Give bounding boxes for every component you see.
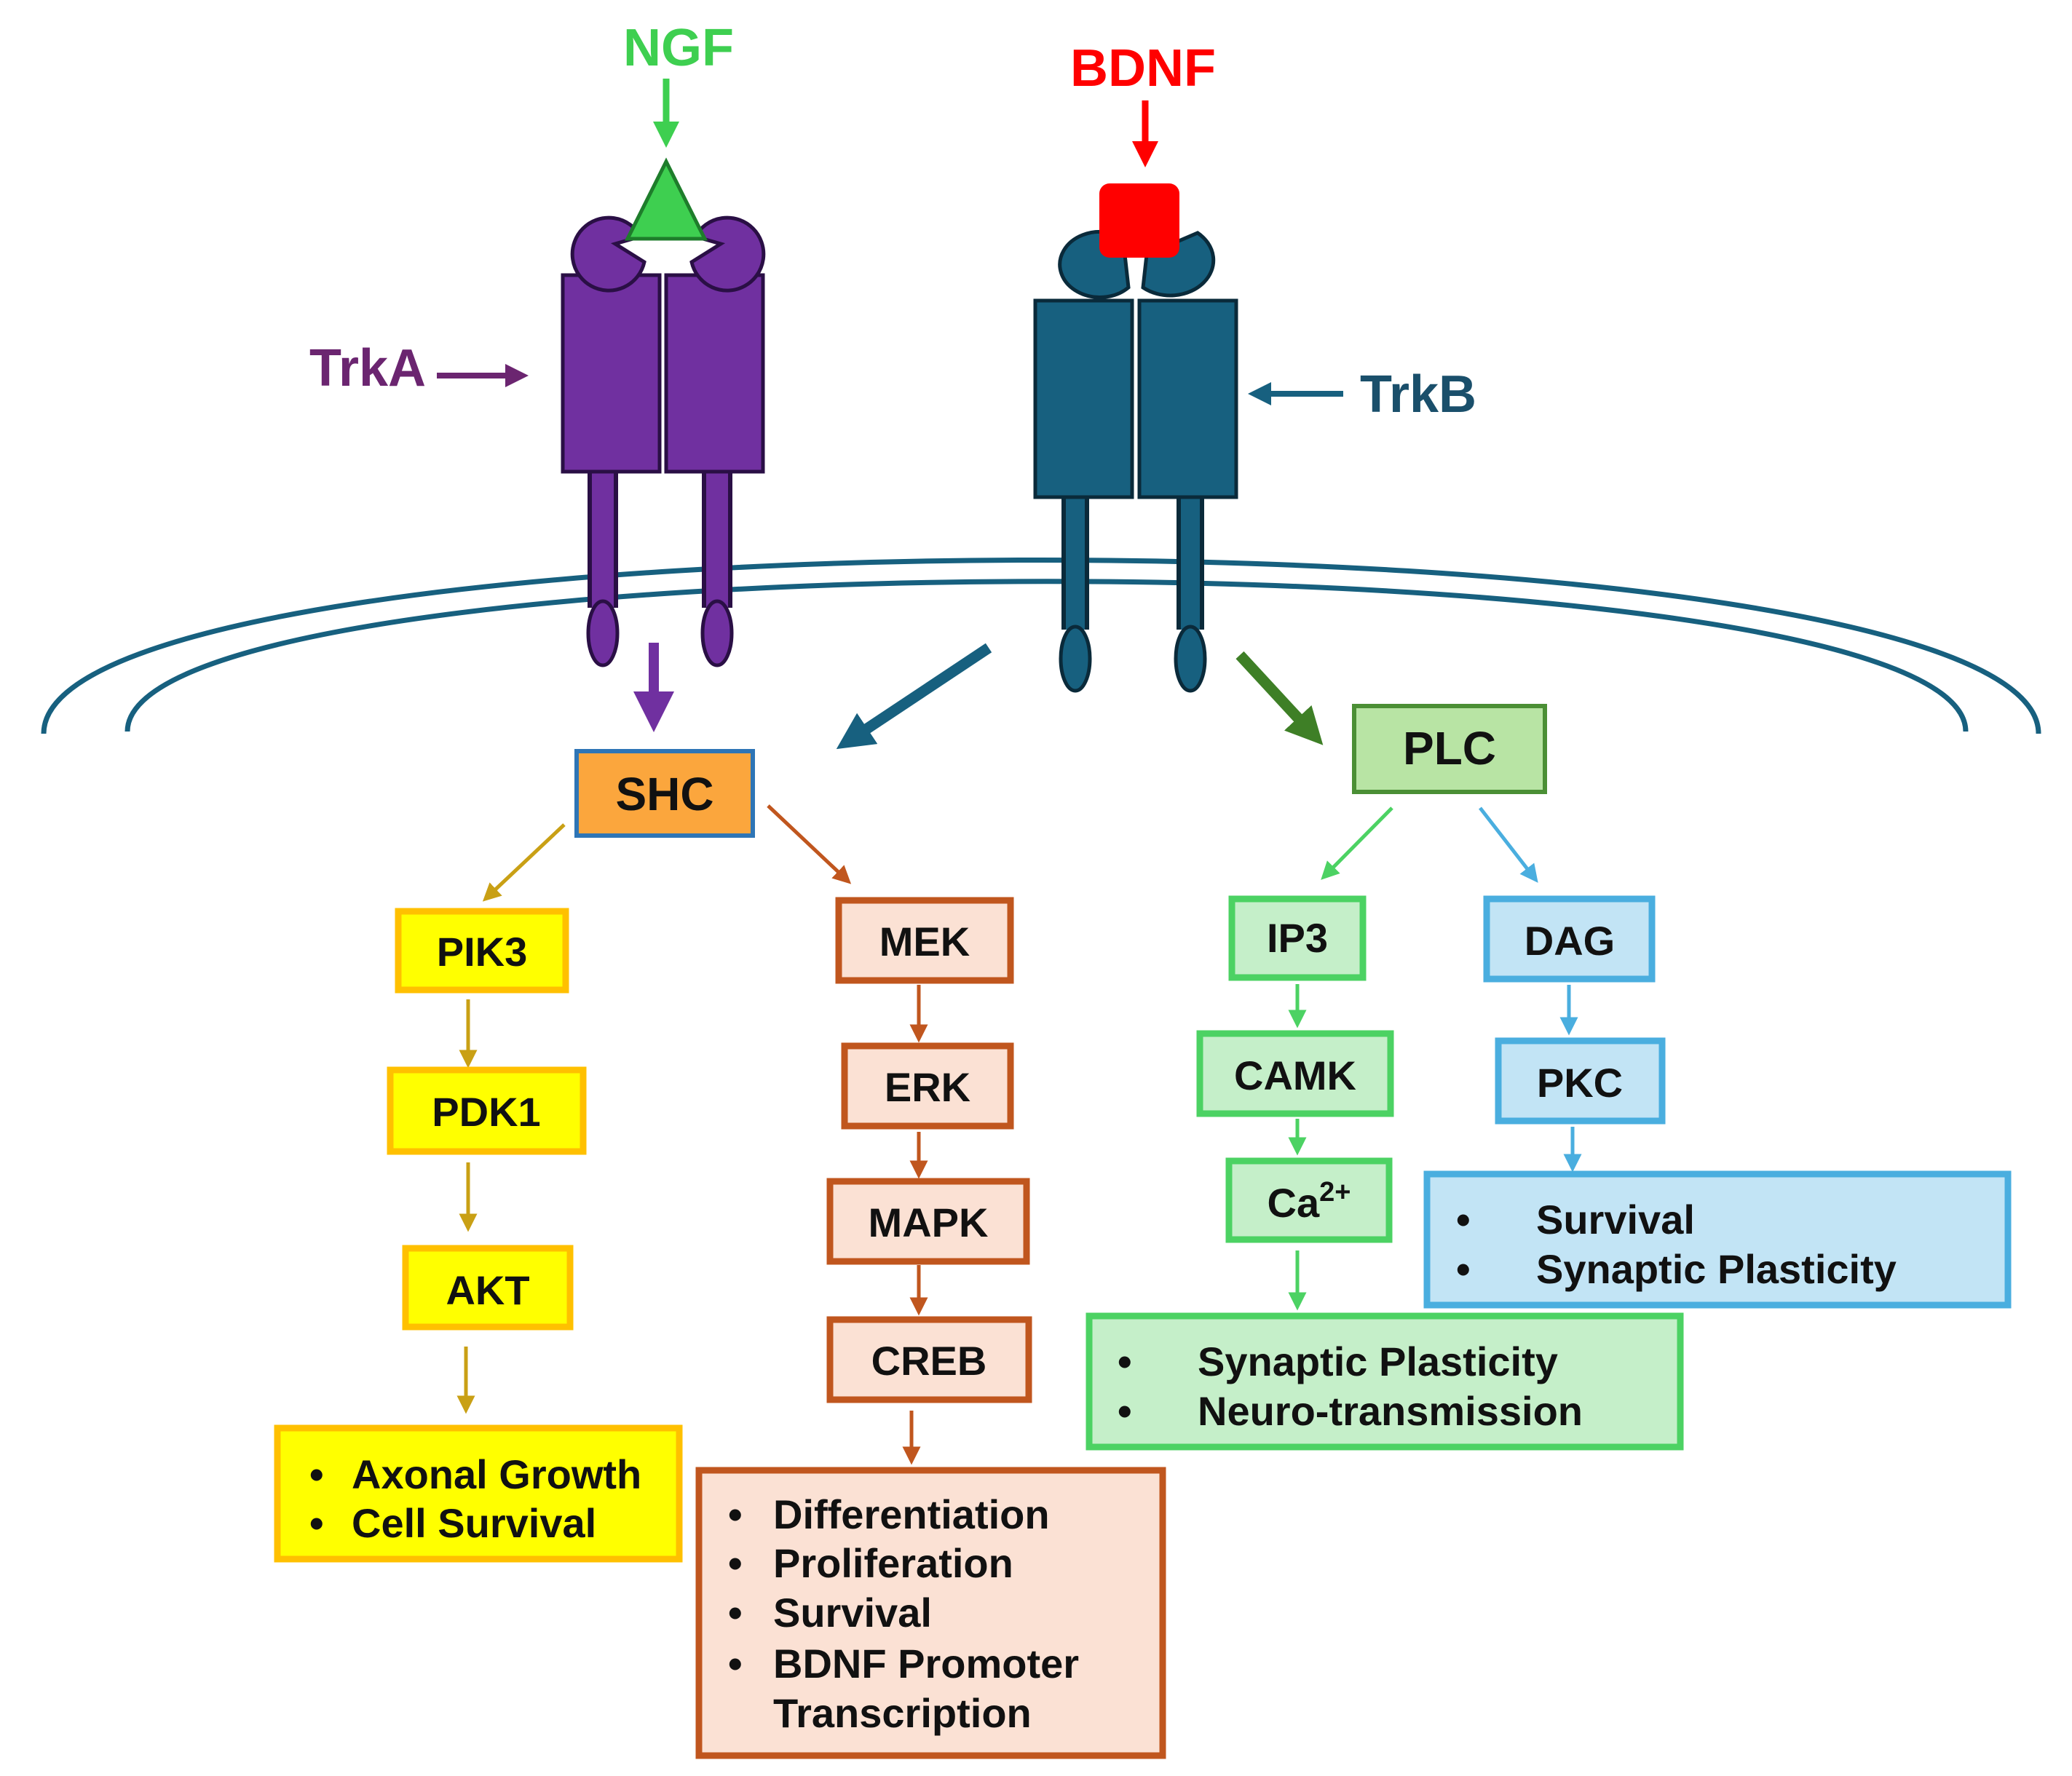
creb-outcome-2: Proliferation bbox=[773, 1540, 1013, 1586]
trka-label-group: TrkA bbox=[309, 339, 529, 397]
trkb-pocket-right bbox=[1141, 231, 1216, 298]
akt-outcome-bullet-2: • bbox=[309, 1500, 324, 1546]
akt-label: AKT bbox=[446, 1267, 529, 1313]
camk-node: CAMK bbox=[1196, 1030, 1394, 1117]
membrane-inner-arc bbox=[124, 579, 1969, 732]
trkb-label-group: TrkB bbox=[1248, 365, 1476, 424]
bdnf-square bbox=[1099, 183, 1179, 258]
creb-outcome-1: Differentiation bbox=[773, 1491, 1050, 1537]
creb-node: CREB bbox=[826, 1316, 1032, 1403]
trkb-to-plc-arrow bbox=[1235, 651, 1324, 745]
akt-node: AKT bbox=[402, 1245, 574, 1331]
plc-label: PLC bbox=[1403, 722, 1496, 774]
akt-outcome-bullet-1: • bbox=[309, 1451, 324, 1497]
bdnf-ligand: BDNF bbox=[1070, 39, 1216, 167]
trka-body-left bbox=[561, 273, 662, 474]
trkb-to-shc-arrow bbox=[836, 643, 992, 750]
plc-to-dag-arrow bbox=[1479, 806, 1538, 883]
trka-label: TrkA bbox=[309, 339, 426, 397]
plc-to-ip3-arrow bbox=[1321, 806, 1393, 880]
pkc-outcome-box: • Survival • Synaptic Plasticity bbox=[1423, 1170, 2012, 1309]
pkc-outcome-bullet-2: • bbox=[1456, 1246, 1471, 1292]
pkc-outcome-bullet-1: • bbox=[1456, 1197, 1471, 1242]
trkb-label: TrkB bbox=[1360, 365, 1476, 424]
creb-outcome-4: BDNF Promoter bbox=[773, 1641, 1079, 1686]
ngf-triangle bbox=[624, 157, 708, 241]
ngf-ligand: NGF bbox=[623, 19, 734, 148]
ca-superscript: 2+ bbox=[1319, 1177, 1351, 1208]
creb-label: CREB bbox=[871, 1338, 987, 1384]
shc-to-mek-arrow bbox=[767, 804, 852, 884]
pik3-node: PIK3 bbox=[395, 908, 569, 994]
shc-label: SHC bbox=[615, 768, 713, 820]
mek-label: MEK bbox=[879, 919, 970, 964]
trka-tail-right bbox=[700, 599, 734, 667]
erk-node: ERK bbox=[841, 1042, 1014, 1130]
mapk-label: MAPK bbox=[869, 1200, 989, 1245]
erk-label: ERK bbox=[885, 1064, 970, 1110]
trkb-body-right bbox=[1137, 298, 1238, 499]
trka-pocket-right bbox=[689, 215, 766, 293]
creb-outcome-5: Transcription bbox=[773, 1690, 1032, 1736]
ca-outcome-bullet-1: • bbox=[1118, 1339, 1132, 1384]
creb-outcome-bullet-1: • bbox=[728, 1491, 743, 1537]
pkc-outcome-1: Survival bbox=[1536, 1197, 1695, 1242]
trka-body-right bbox=[664, 273, 765, 474]
shc-to-pik3-arrow bbox=[482, 823, 566, 902]
ip3-node: IP3 bbox=[1228, 895, 1367, 981]
pdk1-label: PDK1 bbox=[432, 1089, 540, 1135]
trkb-receptor bbox=[1033, 183, 1238, 693]
akt-outcome-box: • Axonal Growth • Cell Survival bbox=[274, 1424, 683, 1563]
ca-outcome-1: Synaptic Plasticity bbox=[1198, 1339, 1558, 1384]
ca-label: Ca2+ bbox=[1268, 1177, 1351, 1226]
ca-base: Ca bbox=[1268, 1180, 1320, 1226]
pdk1-node: PDK1 bbox=[387, 1066, 587, 1155]
membrane-outer-arc bbox=[41, 558, 2041, 734]
trka-tail-left bbox=[586, 599, 620, 667]
mapk-node: MAPK bbox=[826, 1178, 1030, 1265]
pik3-label: PIK3 bbox=[437, 929, 528, 975]
creb-outcome-box: • Differentiation • Proliferation • Surv… bbox=[695, 1467, 1166, 1759]
creb-outcome-bullet-2: • bbox=[728, 1540, 743, 1586]
camk-label: CAMK bbox=[1234, 1052, 1356, 1098]
ca-node: Ca2+ bbox=[1225, 1157, 1393, 1243]
trka-receptor bbox=[561, 157, 766, 667]
trkb-body-left bbox=[1033, 298, 1134, 499]
pkc-node: PKC bbox=[1495, 1037, 1666, 1125]
pkc-label: PKC bbox=[1537, 1060, 1623, 1106]
plc-node: PLC bbox=[1352, 704, 1547, 794]
creb-outcome-3: Survival bbox=[773, 1590, 932, 1636]
ca-outcome-bullet-2: • bbox=[1118, 1388, 1132, 1434]
dag-node: DAG bbox=[1483, 895, 1656, 983]
trkb-tail-left bbox=[1059, 625, 1092, 693]
mek-node: MEK bbox=[835, 897, 1014, 984]
pkc-outcome-2: Synaptic Plasticity bbox=[1536, 1246, 1897, 1292]
ca-outcome-2: Neuro-transmission bbox=[1198, 1388, 1583, 1434]
ngf-label: NGF bbox=[623, 19, 734, 77]
cell-membrane bbox=[41, 558, 2041, 734]
akt-outcome-2: Cell Survival bbox=[352, 1500, 596, 1546]
dag-label: DAG bbox=[1525, 918, 1615, 964]
creb-outcome-bullet-3: • bbox=[728, 1590, 743, 1636]
bdnf-label: BDNF bbox=[1070, 39, 1216, 98]
ip3-label: IP3 bbox=[1267, 915, 1328, 961]
akt-outcome-1: Axonal Growth bbox=[352, 1451, 641, 1497]
creb-outcome-bullet-4: • bbox=[728, 1641, 743, 1686]
ca-outcome-box: • Synaptic Plasticity • Neuro-transmissi… bbox=[1086, 1312, 1684, 1451]
shc-node: SHC bbox=[574, 749, 755, 838]
trka-pocket-left bbox=[570, 215, 646, 293]
trkb-tail-right bbox=[1174, 625, 1207, 693]
